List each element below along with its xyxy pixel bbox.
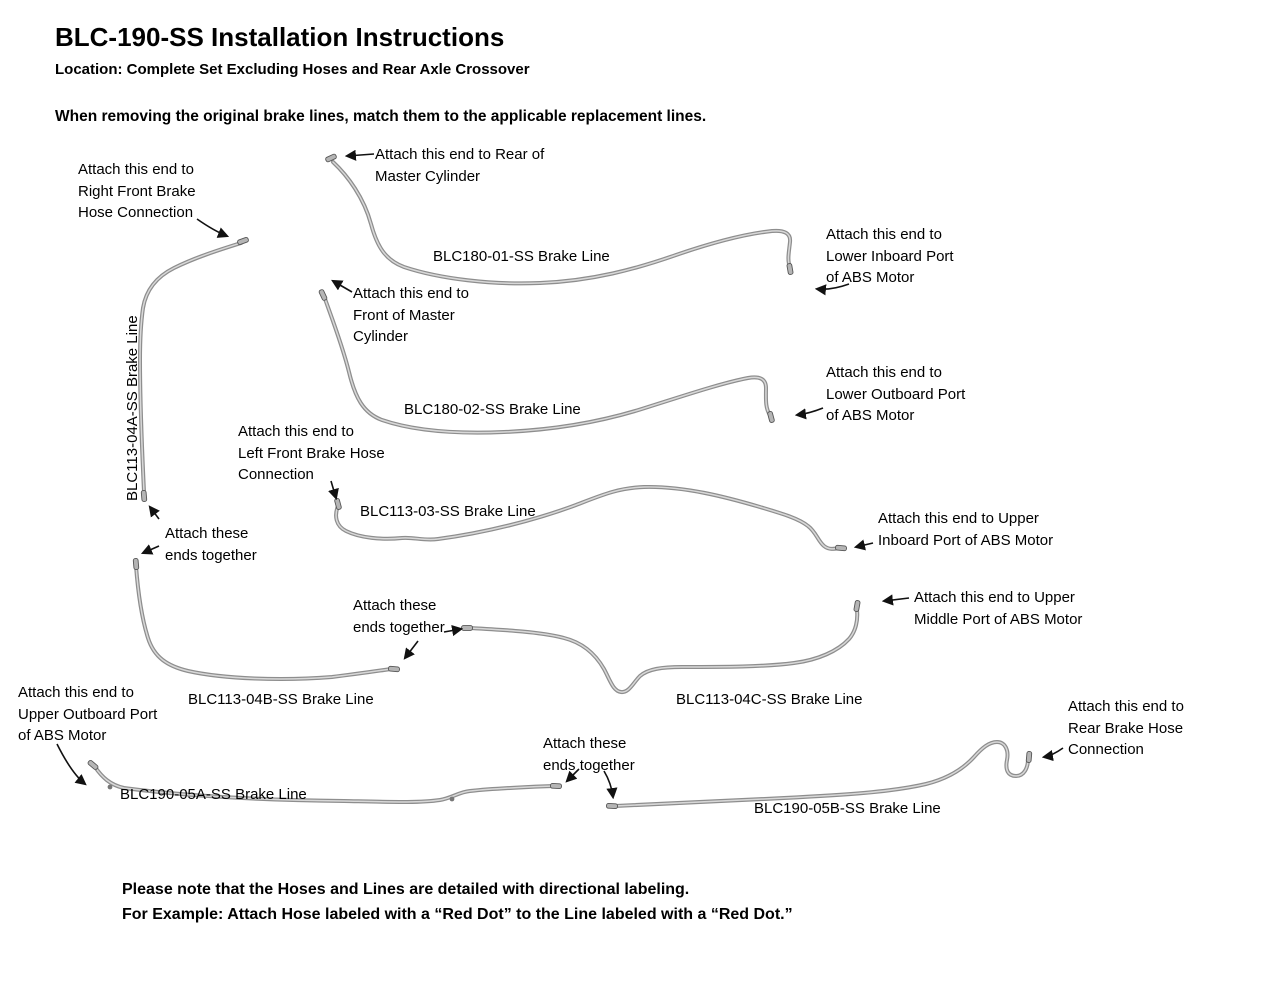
label-attach-upper-outboard-abs: Attach this end to Upper Outboard Port o… [18, 684, 158, 744]
label-attach-left-front-brake-hose: Attach this end to Left Front Brake Hose… [238, 423, 385, 483]
arrow-to-front-master-cylinder [331, 279, 353, 293]
fitting [767, 411, 775, 423]
label-attach-ends-together-2: Attach these ends together [353, 597, 445, 636]
brake-line-blc113-04c [468, 608, 860, 695]
fitting [132, 558, 140, 570]
label-attach-ends-together-3: Attach these ends together [543, 735, 635, 774]
arrow-ends-together-2-down [403, 640, 419, 660]
fitting [388, 665, 400, 673]
fittings [87, 153, 1033, 810]
label-line-blc113-04a: BLC113-04A-SS Brake Line [124, 315, 141, 501]
arrow-ends-together-3-down [603, 770, 618, 800]
arrow-ends-together-2-right [443, 625, 464, 637]
label-attach-ends-together-1: Attach these ends together [165, 525, 257, 564]
label-attach-rear-master-cylinder: Attach this end to Rear of Master Cylind… [375, 146, 545, 185]
arrow-to-upper-outboard-port [56, 743, 87, 786]
arrow-to-rear-master-cylinder [344, 149, 375, 161]
arrow-to-left-front-hose-end [328, 480, 339, 501]
footer-note-2: For Example: Attach Hose labeled with a … [122, 906, 793, 923]
arrow-to-upper-middle-port [881, 594, 910, 606]
label-attach-lower-inboard-abs: Attach this end to Lower Inboard Port of… [826, 226, 954, 286]
label-attach-right-front-brake-hose: Attach this end to Right Front Brake Hos… [78, 161, 196, 221]
fitting [237, 236, 249, 246]
fitting [606, 802, 618, 810]
arrow-ends-together-1-up [148, 505, 160, 520]
arrow-to-right-front-hose-end [196, 218, 230, 238]
fitting [1025, 751, 1033, 763]
label-line-blc113-04b: BLC113-04B-SS Brake Line [188, 691, 374, 708]
fitting [835, 544, 847, 552]
arrow-ends-together-3-left [565, 768, 580, 783]
fitting [786, 263, 794, 275]
intro-note: When removing the original brake lines, … [55, 108, 707, 125]
label-attach-upper-middle-abs: Attach this end to Upper Middle Port of … [914, 589, 1083, 628]
label-attach-rear-brake-hose: Attach this end to Rear Brake Hose Conne… [1068, 698, 1184, 758]
label-line-blc180-02: BLC180-02-SS Brake Line [404, 401, 581, 418]
arrow-ends-together-1-down [140, 544, 160, 555]
line-clip [449, 796, 455, 802]
fitting [853, 600, 861, 612]
footer-note-1: Please note that the Hoses and Lines are… [122, 881, 690, 898]
label-attach-front-master-cylinder: Attach this end to Front of Master Cylin… [353, 285, 469, 345]
label-line-blc190-05b: BLC190-05B-SS Brake Line [754, 800, 941, 817]
arrow-to-lower-inboard-port [814, 283, 850, 296]
fitting [461, 625, 473, 631]
label-line-blc113-03: BLC113-03-SS Brake Line [360, 503, 536, 520]
arrow-to-upper-inboard-port [853, 539, 874, 551]
brake-line-blc113-04a [138, 241, 243, 494]
fitting [87, 759, 99, 771]
label-attach-upper-inboard-abs: Attach this end to Upper Inboard Port of… [878, 510, 1054, 549]
label-line-blc180-01: BLC180-01-SS Brake Line [433, 248, 610, 265]
arrow-to-lower-outboard-port [794, 407, 824, 420]
label-attach-lower-outboard-abs: Attach this end to Lower Outboard Port o… [826, 364, 966, 424]
arrows [56, 149, 1064, 800]
fitting [318, 289, 328, 301]
label-line-blc113-04c: BLC113-04C-SS Brake Line [676, 691, 863, 708]
label-line-blc190-05a: BLC190-05A-SS Brake Line [120, 786, 307, 803]
fitting [140, 490, 148, 502]
brake-line-blc190-05b [613, 740, 1030, 808]
page-title: BLC-190-SS Installation Instructions [55, 22, 505, 52]
arrow-to-rear-brake-hose-end [1041, 747, 1064, 762]
fitting [550, 782, 562, 790]
fitting [325, 153, 337, 163]
footer-notes: Please note that the Hoses and Lines are… [122, 877, 793, 927]
line-clip [107, 784, 113, 790]
page-subtitle: Location: Complete Set Excluding Hoses a… [55, 61, 530, 78]
